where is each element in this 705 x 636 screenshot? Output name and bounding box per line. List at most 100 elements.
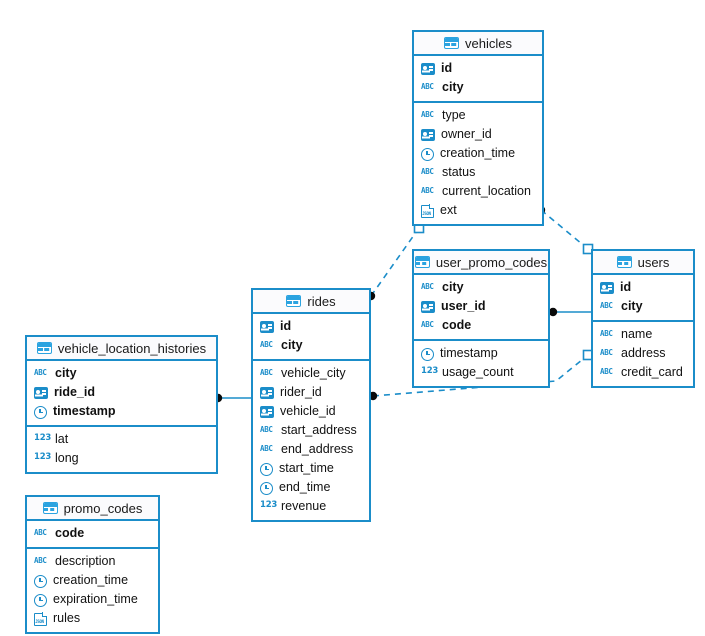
field-row[interactable]: long: [27, 449, 216, 468]
field-name: description: [55, 554, 116, 569]
clock-icon: [260, 462, 273, 476]
table-promo_codes[interactable]: promo_codescode description creation_timee…: [25, 495, 160, 634]
abc-icon: [600, 346, 615, 361]
field-row[interactable]: status: [414, 163, 542, 182]
relation-vehicles-to-users[interactable]: [536, 205, 594, 255]
abc-icon: [421, 165, 436, 180]
field-row[interactable]: lat: [27, 430, 216, 449]
clock-icon: [34, 405, 47, 419]
field-row[interactable]: start_time: [253, 459, 369, 478]
field-row[interactable]: name: [593, 325, 693, 344]
table-icon: [286, 295, 302, 307]
abc-icon: [421, 184, 436, 199]
table-name: promo_codes: [63, 500, 143, 516]
table-users[interactable]: users idcity nameaddress credit_card: [591, 249, 695, 388]
field-row[interactable]: expiration_time: [27, 590, 158, 609]
field-name: rules: [53, 611, 81, 626]
table-header[interactable]: rides: [253, 290, 369, 314]
field-row[interactable]: start_address: [253, 421, 369, 440]
field-row[interactable]: usage_count: [414, 363, 548, 382]
field-row[interactable]: rules: [27, 609, 158, 628]
primary-key-section: idcity: [593, 275, 693, 322]
field-name: long: [55, 451, 79, 466]
pk-field-row[interactable]: id: [253, 317, 369, 336]
num-icon: [421, 365, 438, 380]
table-header[interactable]: users: [593, 251, 693, 275]
field-name: status: [442, 165, 476, 180]
abc-icon: [600, 365, 615, 380]
field-row[interactable]: description: [27, 552, 158, 571]
pk-field-row[interactable]: id: [593, 278, 693, 297]
table-vehicles[interactable]: vehicles id city typeowner_idcreation_times…: [412, 30, 544, 226]
pk-field-row[interactable]: code: [27, 524, 158, 543]
id-icon: [600, 282, 614, 294]
field-name: lat: [55, 432, 69, 447]
field-row[interactable]: type: [414, 106, 542, 125]
pk-field-row[interactable]: city: [593, 297, 693, 316]
abc-icon: [260, 442, 275, 457]
clock-icon: [421, 347, 434, 361]
num-icon: [34, 451, 51, 466]
field-name: timestamp: [440, 346, 498, 361]
table-header[interactable]: user_promo_codes: [414, 251, 548, 275]
id-icon: [421, 301, 435, 313]
pk-field-row[interactable]: user_id: [414, 297, 548, 316]
field-name: expiration_time: [53, 592, 138, 607]
field-row[interactable]: vehicle_id: [253, 402, 369, 421]
table-name: users: [637, 254, 670, 270]
table-header[interactable]: vehicle_location_histories: [27, 337, 216, 361]
field-row[interactable]: end_address: [253, 440, 369, 459]
field-row[interactable]: credit_card: [593, 363, 693, 382]
table-name: vehicle_location_histories: [57, 340, 207, 356]
abc-icon: [260, 423, 275, 438]
field-row[interactable]: creation_time: [414, 144, 542, 163]
field-name: end_address: [281, 442, 354, 457]
field-row[interactable]: revenue: [253, 497, 369, 516]
pk-field-row[interactable]: id: [414, 59, 542, 78]
relation-user_promo_codes-to-users[interactable]: [548, 307, 591, 317]
field-row[interactable]: vehicle_city: [253, 364, 369, 383]
abc-icon: [34, 366, 49, 381]
table-header[interactable]: promo_codes: [27, 497, 158, 521]
field-name: usage_count: [442, 365, 514, 380]
field-row[interactable]: owner_id: [414, 125, 542, 144]
clock-icon: [34, 593, 47, 607]
id-icon: [260, 387, 274, 399]
table-user_promo_codes[interactable]: user_promo_codescityuser_idcode timestamp…: [412, 249, 550, 388]
field-name: city: [281, 338, 303, 353]
field-row[interactable]: timestamp: [414, 344, 548, 363]
pk-field-row[interactable]: city: [414, 78, 542, 97]
field-row[interactable]: address: [593, 344, 693, 363]
table-icon: [414, 256, 430, 268]
table-name: rides: [307, 293, 336, 309]
id-icon: [260, 321, 274, 333]
table-header[interactable]: vehicles: [414, 32, 542, 56]
pk-field-row[interactable]: timestamp: [27, 402, 216, 421]
field-row[interactable]: ext: [414, 201, 542, 220]
field-row[interactable]: creation_time: [27, 571, 158, 590]
pk-field-row[interactable]: city: [414, 278, 548, 297]
relation-vehicle_location_histories-to-rides[interactable]: [213, 393, 251, 403]
field-name: ride_id: [54, 385, 95, 400]
abc-icon: [421, 108, 436, 123]
field-name: id: [280, 319, 292, 334]
pk-field-row[interactable]: ride_id: [27, 383, 216, 402]
abc-icon: [34, 526, 49, 541]
abc-icon: [260, 366, 275, 381]
field-row[interactable]: current_location: [414, 182, 542, 201]
abc-icon: [421, 318, 436, 333]
field-row[interactable]: rider_id: [253, 383, 369, 402]
abc-icon: [260, 338, 275, 353]
field-name: code: [442, 318, 472, 333]
field-name: city: [442, 80, 464, 95]
pk-field-row[interactable]: city: [27, 364, 216, 383]
table-vehicle_location_histories[interactable]: vehicle_location_historiescity ride_idtim…: [25, 335, 218, 474]
pk-field-row[interactable]: code: [414, 316, 548, 335]
field-name: code: [55, 526, 85, 541]
pk-field-row[interactable]: city: [253, 336, 369, 355]
field-name: credit_card: [621, 365, 683, 380]
field-row[interactable]: end_time: [253, 478, 369, 497]
